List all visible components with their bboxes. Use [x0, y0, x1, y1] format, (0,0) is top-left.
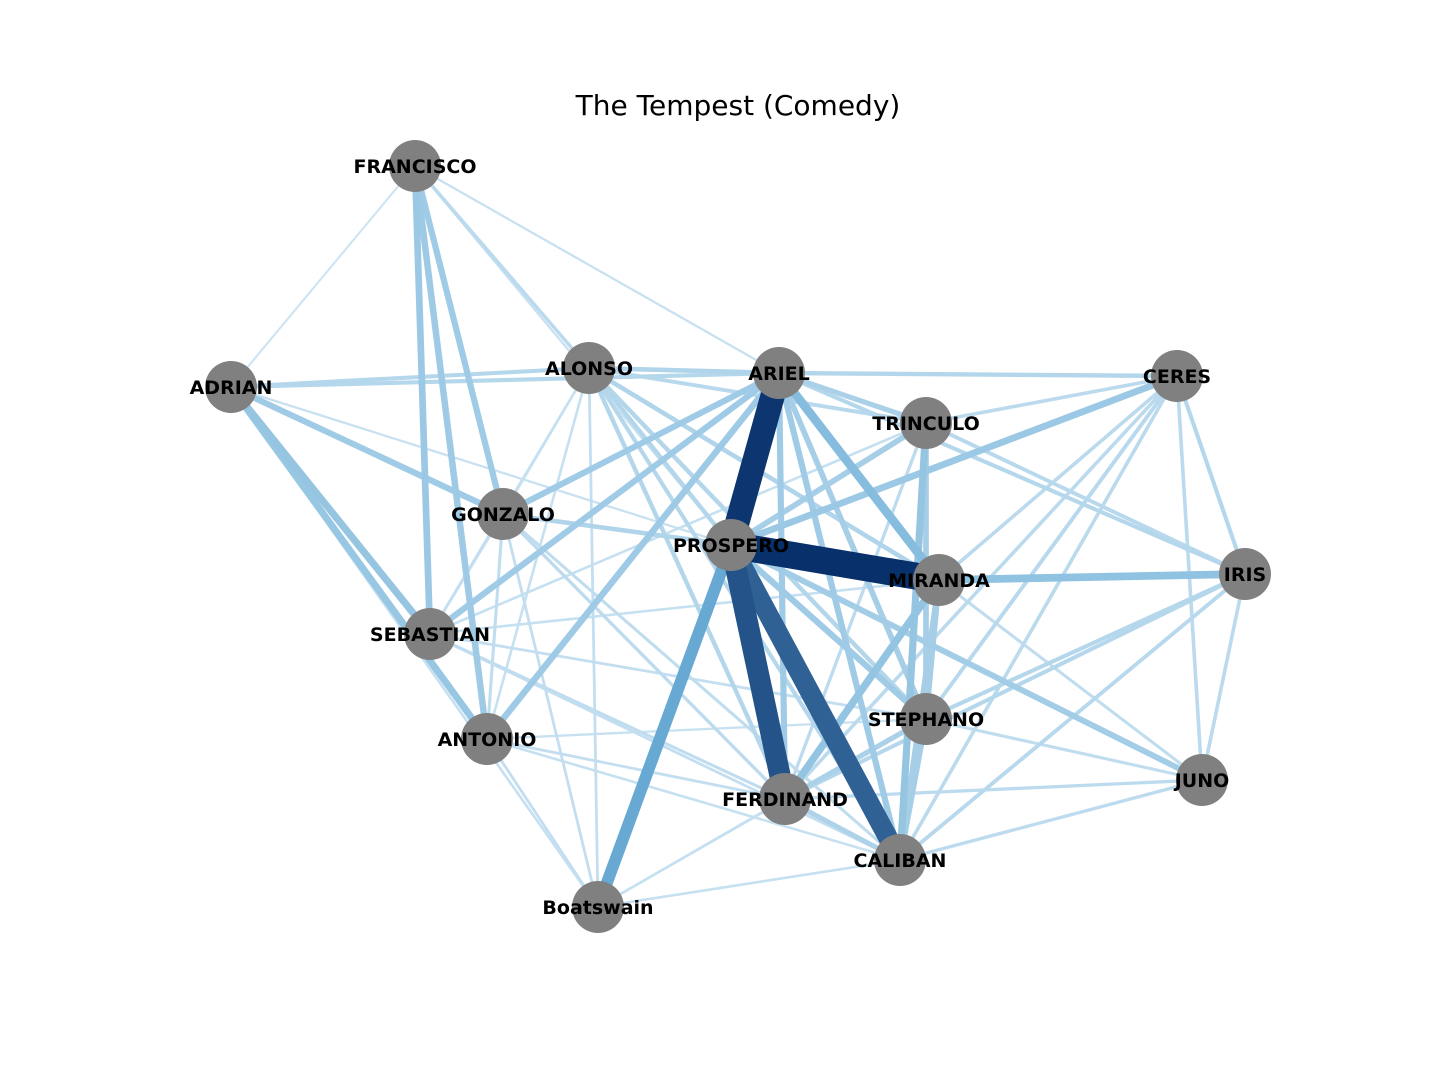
edge-sebastian-ferdinand [429, 632, 786, 801]
node-label-sebastian: SEBASTIAN [370, 624, 490, 646]
edge-gonzalo-boatswain [501, 513, 600, 908]
edge-adrian-gonzalo [229, 384, 505, 517]
node-layer [205, 140, 1271, 933]
edge-ariel-stephano [776, 371, 929, 721]
edge-francisco-gonzalo [411, 165, 507, 515]
edge-alonso-boatswain [587, 367, 600, 908]
node-ferdinand [759, 773, 811, 825]
node-label-ariel: ARIEL [748, 363, 810, 385]
label-layer: FRANCISCO ADRIAN ALONSO ARIEL CERES TRINCULO G… [190, 156, 1267, 919]
edge-prospero-boatswain [592, 542, 737, 910]
edge-trinculo-ferdinand [783, 422, 928, 800]
edge-gonzalo-antonio [485, 513, 505, 740]
edge-antonio-boatswain [485, 738, 600, 908]
edge-ceres-trinculo [925, 374, 1178, 425]
edge-francisco-sebastian [411, 165, 434, 635]
edge-alonso-ferdinand [586, 367, 788, 800]
edge-ariel-sebastian [428, 370, 781, 637]
node-adrian [205, 361, 257, 413]
node-label-miranda: MIRANDA [888, 570, 990, 592]
edge-boatswain-ferdinand [597, 797, 786, 909]
edge-trinculo-caliban [896, 422, 930, 861]
edge-ceres-caliban [898, 375, 1179, 861]
node-gonzalo [477, 488, 529, 540]
node-label-ceres: CERES [1143, 366, 1211, 388]
edge-antonio-stephano [486, 717, 927, 741]
node-ceres [1151, 350, 1203, 402]
edge-francisco-ariel [414, 165, 780, 374]
edge-prospero-ariel [719, 369, 791, 549]
edge-prospero-ceres [729, 372, 1179, 549]
edge-miranda-iris [938, 570, 1246, 584]
edge-juno-miranda [938, 578, 1203, 782]
edge-adrian-ariel [230, 370, 780, 390]
edge-ariel-ferdinand [775, 372, 789, 800]
edge-sebastian-miranda [429, 578, 940, 636]
node-antonio [461, 713, 513, 765]
edge-prospero-juno [729, 542, 1204, 783]
edge-prospero-gonzalo [502, 511, 732, 548]
edge-prospero-caliban [722, 540, 909, 865]
edge-ariel-caliban [775, 372, 904, 861]
edge-ariel-antonio [484, 370, 782, 742]
node-label-trinculo: TRINCULO [872, 413, 980, 435]
edge-layer [228, 164, 1247, 910]
edge-ariel-ceres [778, 370, 1178, 379]
node-label-antonio: ANTONIO [438, 729, 537, 751]
edge-prospero-miranda [728, 531, 942, 594]
node-label-iris: IRIS [1224, 564, 1266, 586]
node-miranda [913, 554, 965, 606]
edge-gonzalo-ferdinand [501, 512, 787, 801]
edge-iris-juno [1200, 573, 1247, 781]
edge-prospero-stephano [728, 542, 929, 722]
edge-alonso-prospero [587, 366, 733, 547]
node-trinculo [900, 397, 952, 449]
node-label-caliban: CALIBAN [854, 850, 947, 872]
node-boatswain [572, 881, 624, 933]
node-label-prospero: PROSPERO [673, 535, 789, 557]
edge-francisco-antonio [411, 165, 491, 740]
edge-juno-stephano [925, 717, 1203, 782]
node-ariel [753, 347, 805, 399]
node-alonso [563, 342, 615, 394]
node-stephano [900, 693, 952, 745]
edge-ceres-miranda [937, 374, 1179, 582]
node-label-juno: JUNO [1173, 770, 1230, 792]
edge-ariel-gonzalo [501, 370, 781, 517]
node-label-stephano: STEPHANO [868, 709, 984, 731]
edge-ceres-iris [1175, 375, 1247, 575]
node-iris [1219, 548, 1271, 600]
edge-francisco-adrian [230, 165, 416, 388]
edge-miranda-ferdinand [781, 577, 943, 802]
node-label-boatswain: Boatswain [542, 897, 653, 919]
node-sebastian [404, 608, 456, 660]
edge-ariel-iris [778, 371, 1246, 576]
node-caliban [874, 834, 926, 886]
edge-ceres-ferdinand [783, 374, 1179, 801]
edge-ariel-miranda [775, 370, 943, 583]
node-label-alonso: ALONSO [545, 358, 633, 380]
edge-adrian-prospero [230, 385, 732, 547]
edge-boatswain-caliban [597, 858, 901, 909]
node-label-francisco: FRANCISCO [353, 156, 476, 178]
edge-prospero-ferdinand [720, 542, 796, 802]
edge-juno-caliban [899, 778, 1203, 862]
edge-francisco-alonso [413, 164, 591, 370]
edge-antonio-ferdinand [486, 737, 786, 801]
node-label-ferdinand: FERDINAND [722, 789, 848, 811]
node-francisco [389, 140, 441, 192]
edge-gonzalo-caliban [501, 512, 902, 862]
edge-alonso-ariel [588, 365, 780, 376]
edge-prospero-trinculo [729, 420, 928, 548]
edge-adrian-sebastian [228, 384, 433, 637]
node-juno [1176, 754, 1228, 806]
edge-antonio-caliban [486, 737, 901, 862]
node-label-adrian: ADRIAN [190, 377, 273, 399]
node-prospero [705, 519, 757, 571]
node-label-gonzalo: GONZALO [451, 504, 555, 526]
edge-alonso-miranda [587, 366, 941, 582]
diagram-title: The Tempest (Comedy) [575, 89, 901, 122]
